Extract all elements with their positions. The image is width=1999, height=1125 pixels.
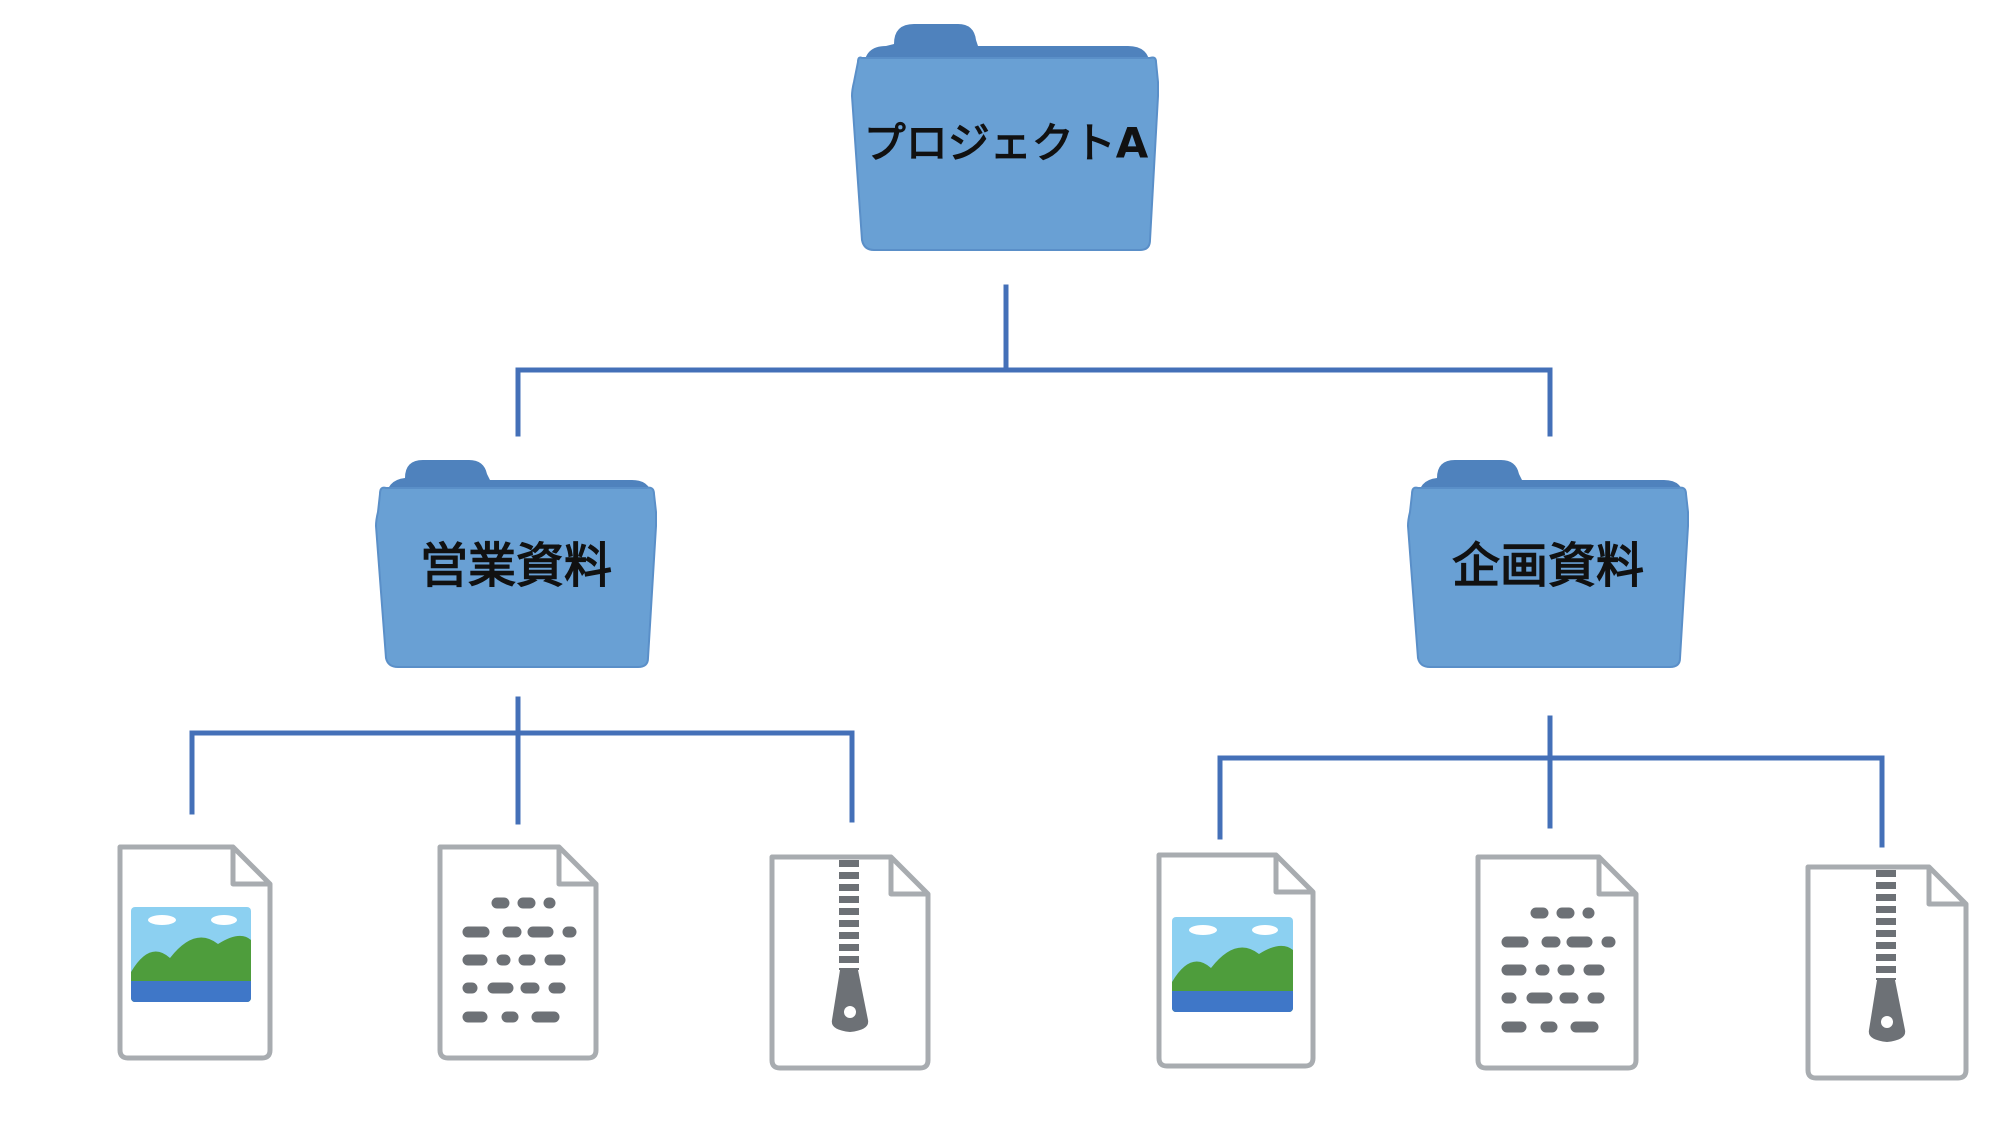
folder-sales-label: 営業資料 xyxy=(420,538,612,594)
zip-file-icon xyxy=(1805,864,1969,1081)
file-planning-image[interactable] xyxy=(1156,852,1316,1069)
connector-lines xyxy=(189,284,1885,848)
folder-planning[interactable]: 企画資料 xyxy=(1406,460,1690,668)
file-sales-text[interactable] xyxy=(437,844,599,1061)
text-file-icon xyxy=(1475,854,1639,1071)
file-planning-text[interactable] xyxy=(1475,854,1639,1071)
folder-sales[interactable]: 営業資料 xyxy=(374,460,657,668)
folder-planning-label: 企画資料 xyxy=(1452,538,1644,594)
folder-icon xyxy=(850,24,1159,251)
root-folder[interactable]: プロジェクトA xyxy=(850,24,1159,251)
file-planning-zip[interactable] xyxy=(1805,864,1969,1081)
image-file-icon xyxy=(1156,852,1316,1069)
root-folder-label: プロジェクトA xyxy=(864,119,1149,168)
folder-icon xyxy=(1406,460,1690,668)
file-sales-zip[interactable] xyxy=(769,854,931,1071)
image-file-icon xyxy=(117,844,273,1061)
text-file-icon xyxy=(437,844,599,1061)
folder-icon xyxy=(374,460,657,668)
file-sales-image[interactable] xyxy=(117,844,273,1061)
zip-file-icon xyxy=(769,854,931,1071)
